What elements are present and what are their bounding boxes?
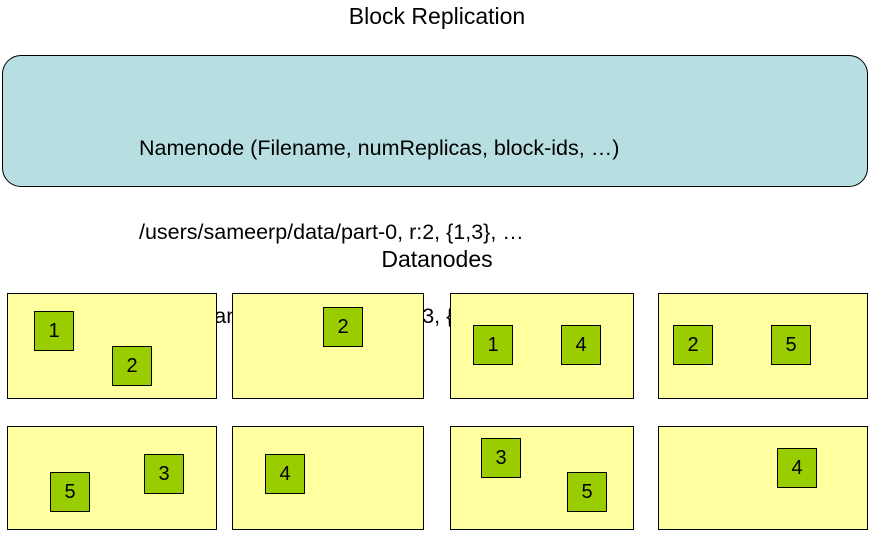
block-replica[interactable]: 1 [34, 311, 74, 351]
block-replica[interactable]: 4 [561, 325, 601, 365]
datanodes-label: Datanodes [381, 246, 493, 272]
block-replica[interactable]: 2 [112, 346, 152, 386]
block-replica[interactable]: 5 [567, 472, 607, 512]
block-replica[interactable]: 2 [673, 325, 713, 365]
block-replica[interactable]: 3 [481, 438, 521, 478]
page-title: Block Replication [348, 3, 526, 29]
block-replica[interactable]: 4 [777, 448, 817, 488]
namenode-line-part-0: /users/sameerp/data/part-0, r:2, {1,3}, … [139, 220, 524, 244]
datanode-8[interactable]: 4 [658, 426, 868, 530]
namenode-box: Namenode (Filename, numReplicas, block-i… [2, 55, 868, 328]
block-replica[interactable]: 5 [50, 472, 90, 512]
block-replica[interactable]: 4 [265, 454, 305, 494]
datanode-6[interactable]: 4 [232, 426, 424, 530]
block-replica[interactable]: 5 [771, 325, 811, 365]
block-replica[interactable]: 2 [323, 307, 363, 347]
namenode-line-header: Namenode (Filename, numReplicas, block-i… [139, 136, 620, 160]
block-replica[interactable]: 3 [144, 454, 184, 494]
datanode-2[interactable]: 2 [232, 293, 424, 399]
block-replica[interactable]: 1 [473, 325, 513, 365]
